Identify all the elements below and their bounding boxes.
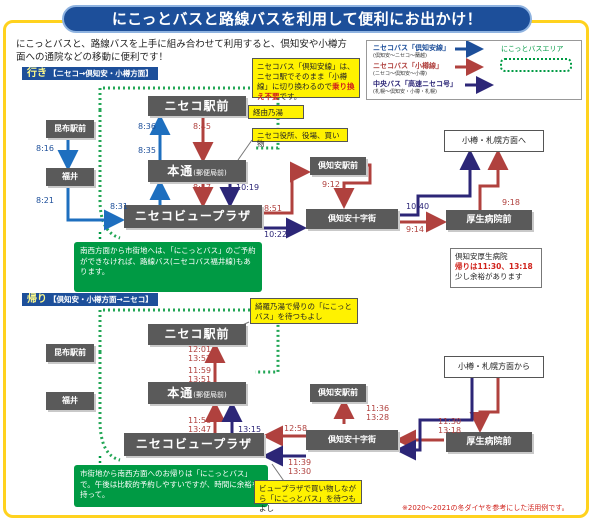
note-hospital: 倶知安厚生病院 帰りは11:30、13:18 少し余裕があります [450,248,542,288]
return-stop-konbu: 昆布駅前 [46,344,94,362]
outbound-stop-hondori-sub: (郵便局前) [193,169,227,177]
outbound-purple-juji-otaru [398,149,481,217]
legend-chuo-line: 中央バス「高速ニセコ号」 (札幌〜倶知安・小樽・札幌) [373,80,457,96]
note-return-green: 市街地から南西方面へのお帰りは「にこっとバス」で。午後は比較的予約しやすいですが… [74,465,268,507]
note-transfer-em: 乗り換え不要 [257,82,355,101]
return-tag-sub: 【倶知安・小樽方面→ニセコ】 [49,295,153,304]
time-1352: 13:52 [188,354,212,363]
outbound-red-hospital-otaru [478,149,509,210]
return-stop-hondori-sub: (郵便局前) [193,391,227,399]
legend-chuo-line-label: 中央バス「高速ニセコ号」 [373,80,457,88]
return-stop-kutchan-jujigai: 倶知安十字街 [306,430,398,450]
return-stop-kutchan-station: 倶知安駅前 [310,384,366,402]
outbound-blue-fukui-plaza [66,186,125,231]
time-1201: 12:01 [188,345,212,354]
time-1136: 11:36 [366,404,390,413]
outbound-stop-hondori-label: 本通 [167,164,194,178]
note-rail: 経由乃湯 [248,105,304,119]
time-1318: 13:18 [438,426,462,435]
time-851: 8:51 [264,204,282,213]
legend-area-label: にこっとバスエリア [501,45,564,53]
outbound-stop-konbu: 昆布駅前 [46,120,94,138]
time-1351: 13:51 [188,375,212,384]
time-1156: 11:56 [188,416,212,425]
outbound-area-left [98,110,121,240]
return-area-left [98,352,121,462]
note-hospital-line2: 少し余裕があります [455,272,523,281]
legend: ニセコバス「倶知安線」 (倶知安〜ニセコ〜蘭越) ニセコバス「小樽線」 (ニセコ… [366,40,582,100]
outbound-tag: 行き【ニセコ→倶知安・小樽方面】 [22,67,158,80]
legend-area-swatch [500,58,572,72]
legend-niseko-line: ニセコバス「倶知安線」 (倶知安〜ニセコ〜蘭越) [373,44,450,60]
intro-text: にこっとバスと、路線バスを上手に組み合わせて利用すると、倶知安や小樽方面への通院… [16,39,347,63]
outbound-stop-hondori: 本通(郵便局前) [148,160,246,182]
time-816: 8:16 [36,144,54,153]
outbound-stop-kosei-hospital: 厚生病院前 [446,210,532,230]
time-821: 8:21 [36,196,54,205]
return-stop-niseko-station: ニセコ駅前 [148,324,246,345]
legend-otaru-line-label: ニセコバス「小樽線」 [373,62,443,70]
return-dest-otaru-sapporo: 小樽・札幌方面から [444,356,544,378]
note-shopping: ニセコ役所、役場、買い物 [252,128,348,148]
time-918: 9:18 [502,198,520,207]
time-912: 9:12 [322,180,340,189]
return-stop-hondori: 本通(郵便局前) [148,382,246,404]
return-tag-strong: 帰り [27,294,47,305]
time-1315: 13:15 [238,425,262,434]
time-1347: 13:47 [188,425,212,434]
time-836: 8:36 [138,122,156,131]
time-1328: 13:28 [366,413,390,422]
time-1159: 11:59 [188,366,212,375]
time-835: 8:35 [138,146,156,155]
return-stop-kosei-hospital: 厚生病院前 [446,432,532,452]
time-1130: 11:30 [438,417,462,426]
time-914: 9:14 [406,225,424,234]
outbound-stop-fukui: 福井 [46,168,94,186]
note-transfer: ニセコバス「倶知安線」は、ニセコ駅でそのまま「小樽線」に切り換わるので乗り換え不… [252,58,360,101]
time-845: 8:45 [193,122,211,131]
time-847: 8:47 [193,183,211,192]
time-1040: 10:40 [406,202,430,211]
outbound-tag-strong: 行き [27,68,47,79]
return-stop-viewplaza: ニセコビュープラザ [124,433,264,456]
outbound-stop-niseko-station: ニセコ駅前 [148,96,246,116]
note-onsen: 綺羅乃湯で帰りの「にこっとバス」を待つもよし [250,298,358,324]
outbound-red-plaza-kutchan [262,161,311,215]
note-outbound-green: 南西方面から市街地へは、「にこっとバス」のご予約ができなければ、路線バス(ニセコ… [74,242,262,292]
legend-otaru-line-sub: (ニセコ〜倶知安〜小樽) [373,71,427,77]
outbound-stop-viewplaza: ニセコビュープラザ [124,205,262,228]
note-hospital-em: 帰りは11:30、13:18 [455,262,533,271]
page-title: にこっとバスと路線バスを利用して便利にお出かけ！ [62,5,532,33]
outbound-tag-sub: 【ニセコ→倶知安・小樽方面】 [49,69,153,78]
time-1022: 10:22 [264,230,288,239]
legend-niseko-line-label: ニセコバス「倶知安線」 [373,44,450,52]
legend-niseko-line-sub: (倶知安〜ニセコ〜蘭越) [373,53,427,59]
time-1330: 13:30 [288,467,312,476]
time-1019: 10:19 [236,183,260,192]
legend-chuo-line-sub: (札幌〜倶知安・小樽・札幌) [373,89,437,95]
note-hospital-line1: 倶知安厚生病院 [455,252,508,261]
return-tag: 帰り【倶知安・小樽方面→ニセコ】 [22,293,158,306]
outbound-stop-kutchan-station: 倶知安駅前 [310,157,366,175]
outbound-stop-kutchan-jujigai: 倶知安十字街 [306,209,398,229]
legend-swatches [455,41,572,94]
return-stop-hondori-label: 本通 [167,386,194,400]
pointer-shopping [237,139,253,161]
note-transfer-pre: ニセコバス「倶知安線」は、ニセコ駅でそのまま「小樽線」に切り換わるので [257,62,355,91]
time-831: 8:31 [110,202,128,211]
legend-otaru-line: ニセコバス「小樽線」 (ニセコ〜倶知安〜小樽) [373,62,443,78]
outbound-red-kutchan-juji [333,163,372,209]
return-purple-otaru-juji [395,378,474,461]
time-1258: 12:58 [284,424,308,433]
return-stop-fukui: 福井 [46,392,94,410]
note-return-shopping: ビュープラザで買い物しながら「にこっとバス」を待つもよし [254,480,362,513]
outbound-dest-otaru-sapporo: 小樽・札幌方面へ [444,130,544,152]
note-transfer-post: です。 [279,92,302,101]
time-1139: 11:39 [288,458,312,467]
footer-note: ※2020～2021の冬ダイヤを参考にした活用例です。 [402,504,569,512]
return-red-otaru-hospital [469,378,500,433]
